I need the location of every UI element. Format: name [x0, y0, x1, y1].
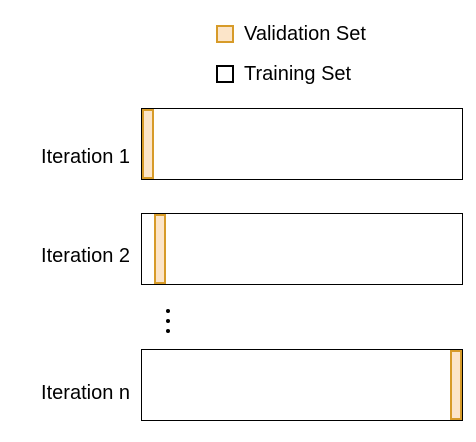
- legend-item-validation: Validation Set: [216, 23, 366, 45]
- ellipsis-dot: [166, 309, 170, 313]
- iteration-n-validation-fold: [450, 350, 462, 420]
- iteration-n-label: Iteration n: [41, 382, 130, 404]
- iteration-1-bar: [141, 108, 463, 180]
- ellipsis-dot: [166, 319, 170, 323]
- iteration-1-validation-fold: [142, 109, 154, 179]
- validation-set-swatch: [216, 25, 234, 43]
- vertical-ellipsis-icon: [166, 309, 170, 333]
- training-set-label: Training Set: [244, 63, 352, 85]
- iteration-n-bar: [141, 349, 463, 421]
- iteration-2-bar: [141, 213, 463, 285]
- iteration-1-label: Iteration 1: [41, 146, 130, 168]
- validation-set-label: Validation Set: [244, 23, 366, 45]
- iteration-2-label: Iteration 2: [41, 245, 130, 267]
- ellipsis-dot: [166, 329, 170, 333]
- legend-item-training: Training Set: [216, 63, 351, 85]
- training-set-swatch: [216, 65, 234, 83]
- iteration-2-validation-fold: [154, 214, 166, 284]
